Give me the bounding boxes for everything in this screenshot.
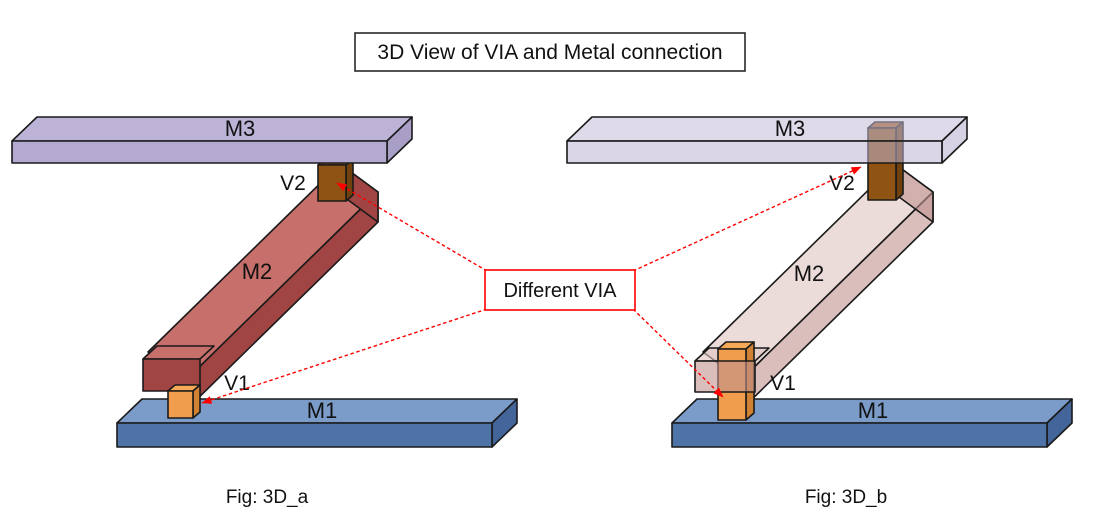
m2-label-b: M2 [794,261,825,286]
m1-front-face [671,422,1048,448]
arrow-line-v2-b [632,166,862,272]
v1-label-b: V1 [770,372,796,395]
v1-via-a [167,384,201,419]
m1-label-a: M1 [307,398,338,423]
m3-top-face [11,116,413,142]
m1-bar-b [671,398,1073,448]
v2-side-face [345,158,354,202]
m2-label-a: M2 [242,259,273,284]
arrow-line-v1-b [632,308,724,398]
diagram-title: 3D View of VIA and Metal connection [354,32,746,72]
different-via-label: Different VIA [503,280,617,302]
arrow-line-v2-a [336,182,488,272]
m3-label-b: M3 [775,116,806,141]
m3-front-face [566,140,943,164]
m1-label-b: M1 [858,398,889,423]
m1-front-face [116,422,493,448]
title-text: 3D View of VIA and Metal connection [377,41,722,64]
v1-front-face [167,390,194,419]
title-box [354,32,746,72]
v2-front-face [317,164,347,202]
m3-bar-a [11,116,413,164]
m3-label-a: M3 [225,116,256,141]
figure-caption-a: Fig: 3D_a [226,487,309,508]
m3-front-face [11,140,388,164]
v2-label-a: V2 [280,172,306,195]
different-via-box [484,269,636,311]
annotation-arrows [201,166,862,404]
m2-pad-front-face-b [694,360,756,393]
m3-bar-b [566,116,968,164]
m1-bar-a [116,398,518,448]
v2-via-a [317,158,354,202]
figure-caption-b: Fig: 3D_b [805,487,887,508]
figure-3d-b: M3 V2 M2 V1 M1 Fig: 3D_b [566,116,1073,508]
different-via-annotation: Different VIA [484,269,636,311]
m3-top-face [566,116,968,142]
figure-3d-a: M3 V2 M2 V1 M1 Fig: 3D_a [11,116,518,508]
v1-side-face [192,384,201,419]
v2-label-b: V2 [829,172,855,195]
arrow-line-v1-a [201,308,488,404]
